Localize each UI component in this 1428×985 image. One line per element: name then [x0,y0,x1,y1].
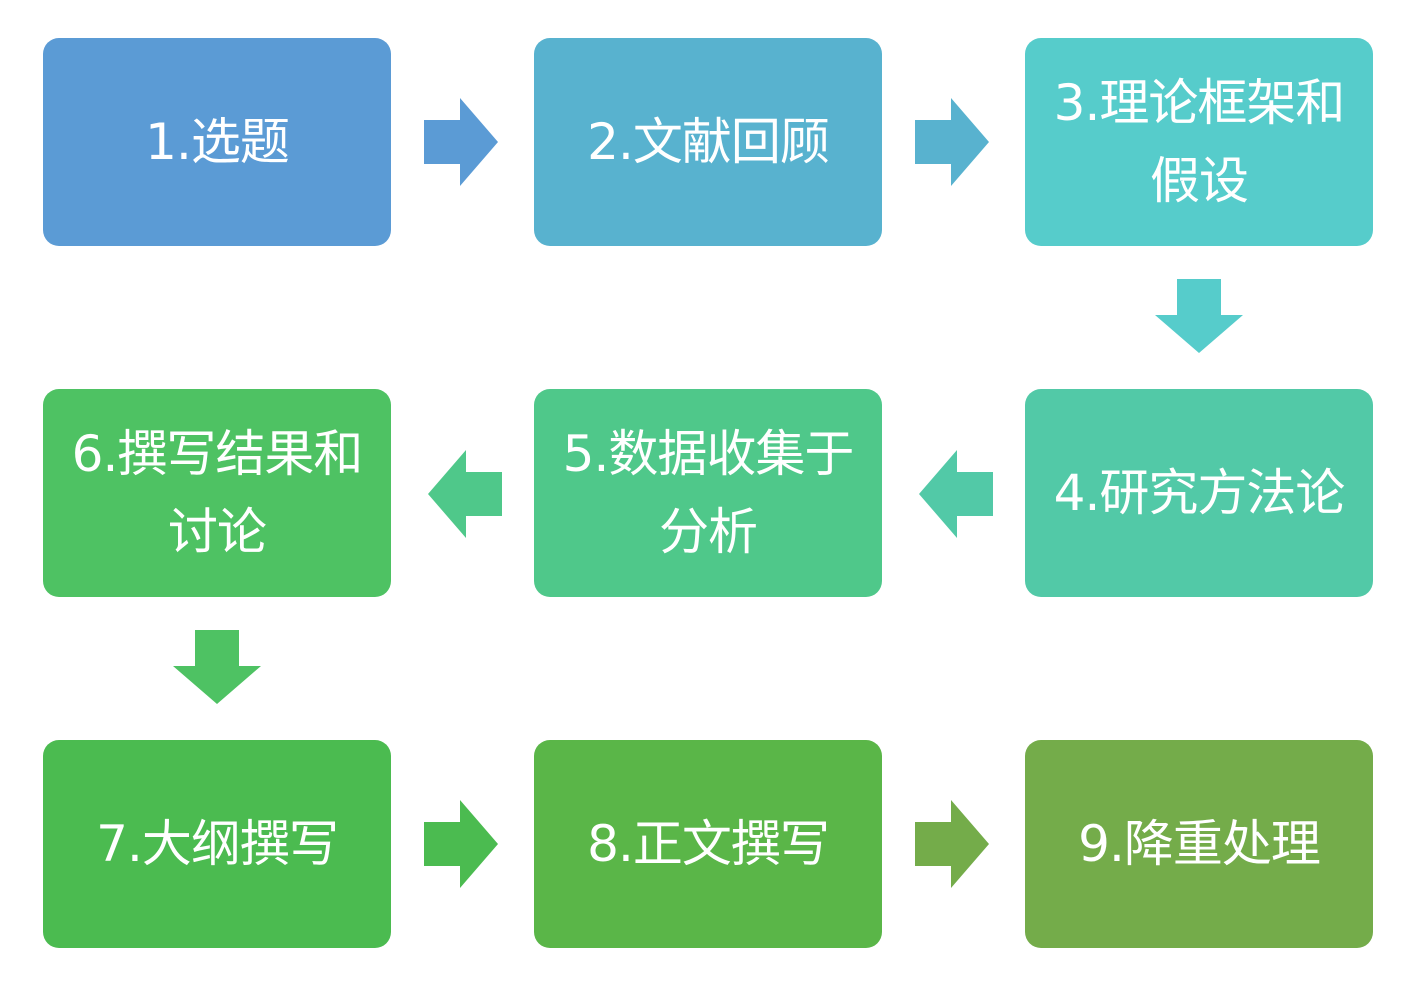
arrow-right-7-to-8 [424,800,498,888]
step-6-label: 6.撰写结果和讨论 [71,425,364,561]
arrow-right-1-to-2-shape [424,98,498,186]
arrow-down-6-to-7-shape [173,630,261,704]
arrow-right-8-to-9-shape [915,800,989,888]
step-8-body-writing: 8.正文撰写 [534,740,882,948]
arrow-right-2-to-3-shape [915,98,989,186]
step-9-plagiarism-reduction: 9.降重处理 [1025,740,1373,948]
step-7-outline-writing: 7.大纲撰写 [43,740,391,948]
step-3-label: 3.理论框架和假设 [1053,74,1346,210]
arrow-left-5-to-6-shape [428,450,502,538]
arrow-right-8-to-9 [915,800,989,888]
step-5-label: 5.数据收集于分析 [562,425,855,561]
arrow-down-3-to-4-shape [1155,279,1243,353]
step-1-label: 1.选题 [145,113,290,171]
step-4-label: 4.研究方法论 [1053,464,1346,522]
arrow-right-2-to-3 [915,98,989,186]
step-7-label: 7.大纲撰写 [96,815,339,873]
step-6-write-results: 6.撰写结果和讨论 [43,389,391,597]
step-8-label: 8.正文撰写 [587,815,830,873]
step-2-literature-review: 2.文献回顾 [534,38,882,246]
arrow-right-7-to-8-shape [424,800,498,888]
arrow-left-5-to-6 [428,450,502,538]
step-1-topic-selection: 1.选题 [43,38,391,246]
step-3-theoretical-framework: 3.理论框架和假设 [1025,38,1373,246]
arrow-down-3-to-4 [1155,279,1243,353]
arrow-left-4-to-5 [919,450,993,538]
arrow-left-4-to-5-shape [919,450,993,538]
step-2-label: 2.文献回顾 [587,113,830,171]
arrow-right-1-to-2 [424,98,498,186]
arrow-down-6-to-7 [173,630,261,704]
step-9-label: 9.降重处理 [1078,815,1321,873]
step-5-data-collection: 5.数据收集于分析 [534,389,882,597]
step-4-methodology: 4.研究方法论 [1025,389,1373,597]
